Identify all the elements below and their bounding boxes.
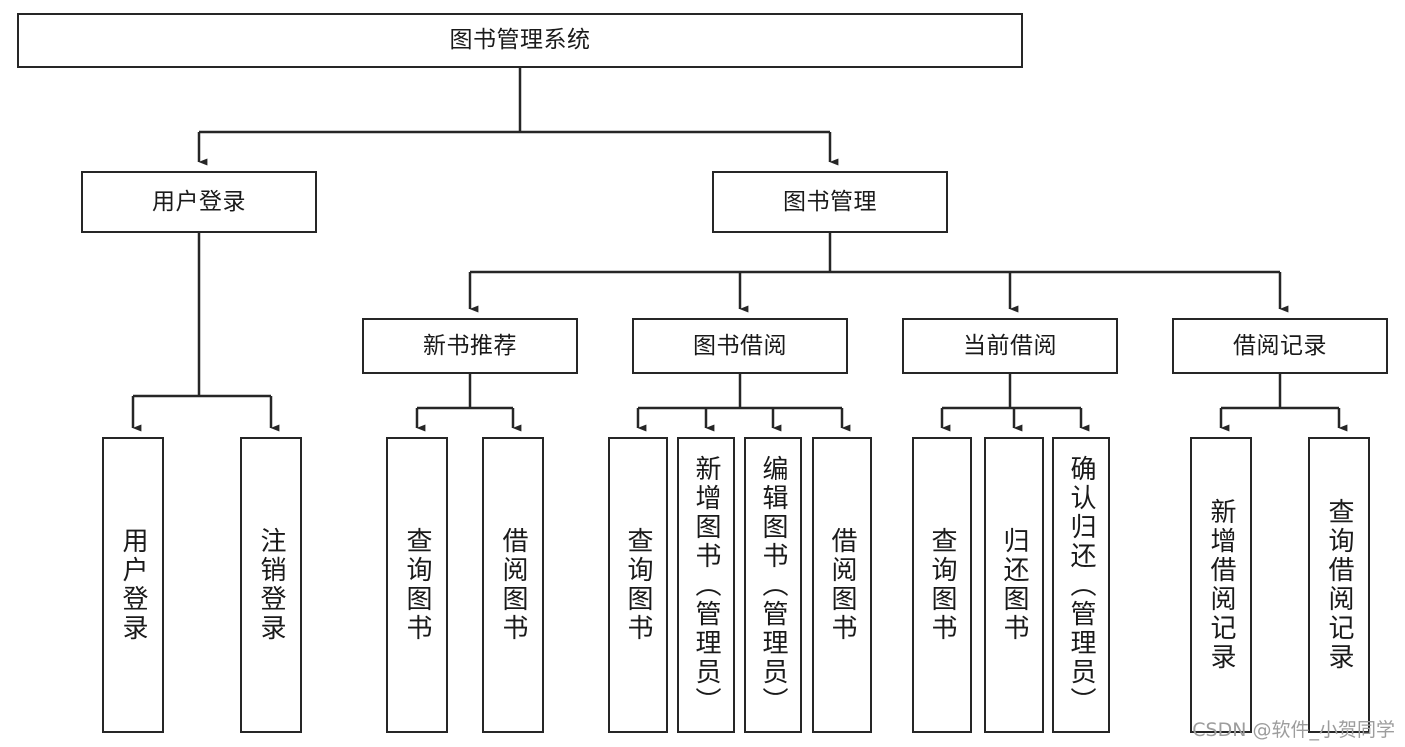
level3-node-new-book-recommend[interactable]: 新书推荐 [362,318,578,374]
node-label: 注销登录 [256,527,287,643]
node-label: 编辑图书（管理员） [758,454,789,716]
leaf-node-leaf-return-book[interactable]: 归还图书 [984,437,1044,733]
leaf-node-leaf-query-book-current[interactable]: 查询图书 [912,437,972,733]
node-label: 新书推荐 [423,332,517,359]
node-label: 归还图书 [999,527,1030,643]
leaf-node-leaf-query-borrow-record[interactable]: 查询借阅记录 [1308,437,1370,733]
leaf-node-leaf-confirm-return[interactable]: 确认归还（管理员） [1052,437,1110,733]
node-label: 用户登录 [152,188,246,215]
node-label: 查询图书 [402,527,433,643]
level3-node-book-borrow[interactable]: 图书借阅 [632,318,848,374]
node-label: 借阅图书 [498,527,529,643]
node-label: 借阅记录 [1233,332,1327,359]
level3-node-current-borrow[interactable]: 当前借阅 [902,318,1118,374]
root-node-root[interactable]: 图书管理系统 [17,13,1023,68]
leaf-node-leaf-edit-book[interactable]: 编辑图书（管理员） [744,437,802,733]
node-label: 新增借阅记录 [1206,498,1237,672]
node-label: 借阅图书 [827,527,858,643]
leaf-node-leaf-add-book[interactable]: 新增图书（管理员） [677,437,735,733]
node-label: 当前借阅 [963,332,1057,359]
leaf-node-leaf-borrow-book-recommend[interactable]: 借阅图书 [482,437,544,733]
leaf-node-leaf-add-borrow-record[interactable]: 新增借阅记录 [1190,437,1252,733]
level2-node-user-login[interactable]: 用户登录 [81,171,317,233]
node-label: 图书管理系统 [449,27,591,54]
node-label: 查询借阅记录 [1324,498,1355,672]
node-label: 图书管理 [783,188,877,215]
node-label: 新增图书（管理员） [691,454,722,716]
leaf-node-leaf-query-book-borrow[interactable]: 查询图书 [608,437,668,733]
leaf-node-leaf-user-login[interactable]: 用户登录 [102,437,164,733]
connector-layer [131,68,1348,432]
leaf-node-leaf-logout[interactable]: 注销登录 [240,437,302,733]
node-label: 图书借阅 [693,332,787,359]
level3-node-borrow-record[interactable]: 借阅记录 [1172,318,1388,374]
leaf-node-leaf-borrow-book[interactable]: 借阅图书 [812,437,872,733]
node-label: 查询图书 [927,527,958,643]
node-label: 查询图书 [623,527,654,643]
node-label: 确认归还（管理员） [1066,454,1097,716]
watermark-text: CSDN @软件_小贺同学 [1192,719,1395,741]
node-label: 用户登录 [118,527,149,643]
level2-node-book-management[interactable]: 图书管理 [712,171,948,233]
leaf-node-leaf-query-book-recommend[interactable]: 查询图书 [386,437,448,733]
